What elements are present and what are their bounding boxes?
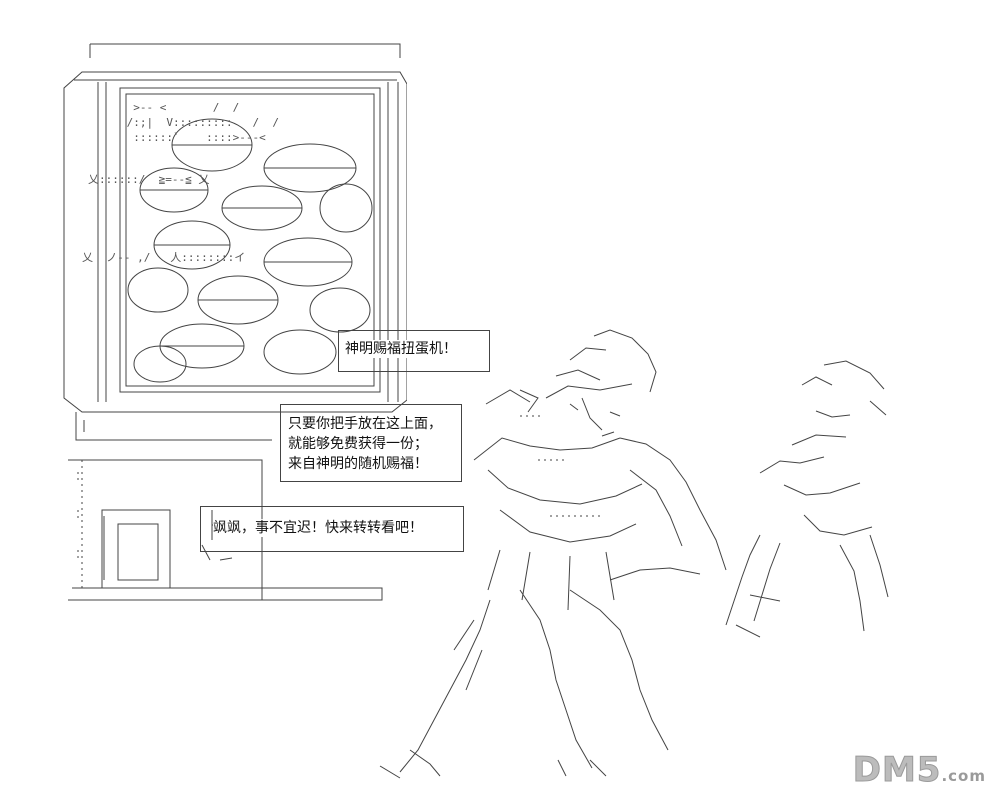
watermark-logo: DM5.com [852, 750, 986, 791]
watermark-suffix: .com [941, 767, 986, 785]
bubble-instructions-line-3: 来自神明的随机赐福！ [288, 456, 428, 472]
bubble-title-text: 神明赐福扭蛋机！ [345, 341, 457, 357]
speech-bubble-instructions: 只要你把手放在这上面， 就能够免费获得一份； 来自神明的随机赐福！ [288, 414, 442, 474]
bubble-instructions-line-1: 只要你把手放在这上面， [288, 416, 442, 432]
gashapon-machine-drawing [63, 43, 407, 601]
speech-bubble-title: 神明赐福扭蛋机！ [345, 340, 457, 358]
character-standing-right [720, 355, 900, 659]
bubble-instructions-line-2: 就能够免费获得一份； [288, 436, 428, 452]
machine-ascii-fragment: 乂::::::/ ≧=--≦ 乂 [88, 173, 210, 186]
character-sitting-drawing [379, 329, 727, 779]
watermark-brand: DM5 [852, 750, 942, 791]
character-standing-right-drawing [725, 360, 889, 638]
speech-bubble-urge: 飒飒，事不宜迟！快来转转看吧！ [213, 519, 423, 537]
machine-ascii-fragment: >-- < / / /:;| V::::::::: / / ::::::` ::… [126, 101, 279, 144]
machine-ascii-fragment: 乂 ノ-- ,/ 人::::::::イ [82, 251, 246, 264]
bubble-urge-text: 飒飒，事不宜迟！快来转转看吧！ [213, 520, 423, 536]
character-sitting [370, 320, 750, 784]
gashapon-machine [62, 40, 407, 612]
